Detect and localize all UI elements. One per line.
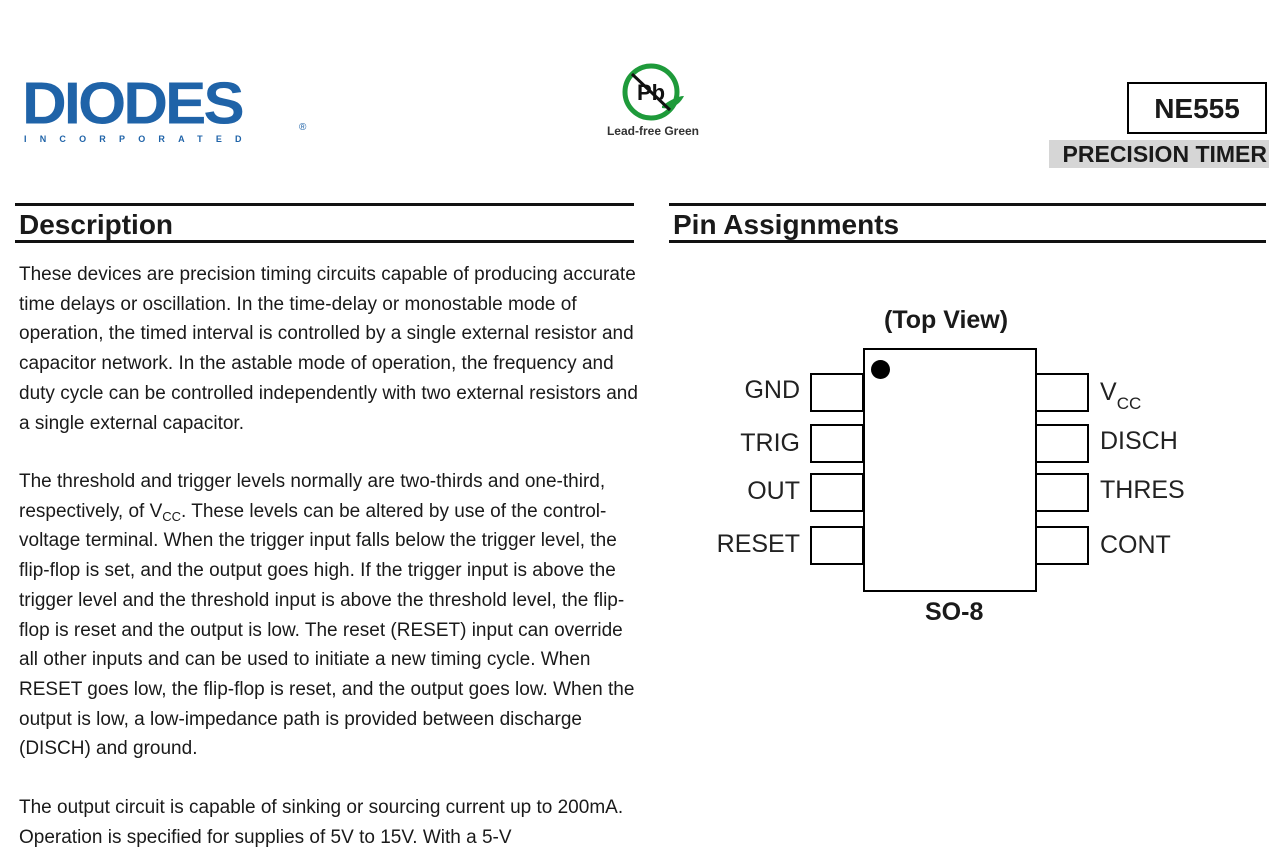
pin-1-lead (810, 373, 864, 412)
top-view-label: (Top View) (884, 306, 1009, 334)
paragraph-2-part-b: . These levels can be altered by use of … (19, 500, 635, 760)
description-paragraph-1: These devices are precision timing circu… (19, 264, 638, 434)
document-subtitle: PRECISION TIMER (1049, 140, 1269, 168)
pin-label-reset: RESET (716, 530, 800, 558)
paragraph-2-part-a: The threshold and trigger levels normall… (19, 471, 606, 522)
pin-8-lead (1035, 373, 1089, 412)
pin-assignments-section-header: Pin Assignments (669, 203, 1266, 243)
pin-7-lead (1035, 424, 1089, 463)
lead-free-badge: Pb Lead-free Green (590, 62, 716, 142)
badge-label: Lead-free Green (606, 124, 700, 138)
ic-package-body (863, 348, 1037, 592)
vcc-sub: CC (1116, 394, 1142, 413)
package-label: SO-8 (925, 598, 984, 626)
pin-label-gnd: GND (744, 376, 800, 404)
description-heading: Description (19, 209, 174, 240)
pin-label-cont: CONT (1100, 531, 1171, 559)
pin-6-lead (1035, 473, 1089, 512)
logo-registered-mark: ® (299, 122, 307, 133)
diodes-logo: DIODES INCORPORATED ® (22, 71, 306, 150)
description-paragraph-3: The output circuit is capable of sinking… (19, 797, 624, 848)
pin-5-lead (1035, 526, 1089, 565)
pin-2-lead (810, 424, 864, 463)
logo-subtext: INCORPORATED (24, 134, 255, 144)
pin-label-trig: TRIG (740, 429, 800, 457)
description-section-header: Description (15, 203, 634, 243)
pin-label-disch: DISCH (1100, 427, 1178, 455)
description-paragraph-2: The threshold and trigger levels normall… (19, 467, 639, 764)
vcc-main: V (1100, 378, 1117, 406)
lead-free-icon: Pb (622, 63, 684, 121)
pin-1-indicator-dot (871, 360, 890, 379)
pin-3-lead (810, 473, 864, 512)
pin-label-thres: THRES (1100, 476, 1185, 504)
vcc-subscript: CC (162, 508, 182, 524)
pin-label-out: OUT (747, 477, 800, 505)
pin-label-vcc: VCC (1100, 378, 1141, 412)
part-number: NE555 (1127, 82, 1267, 134)
logo-wordmark: DIODES (22, 71, 245, 137)
pin-assignments-heading: Pin Assignments (673, 209, 900, 240)
pin-4-lead (810, 526, 864, 565)
